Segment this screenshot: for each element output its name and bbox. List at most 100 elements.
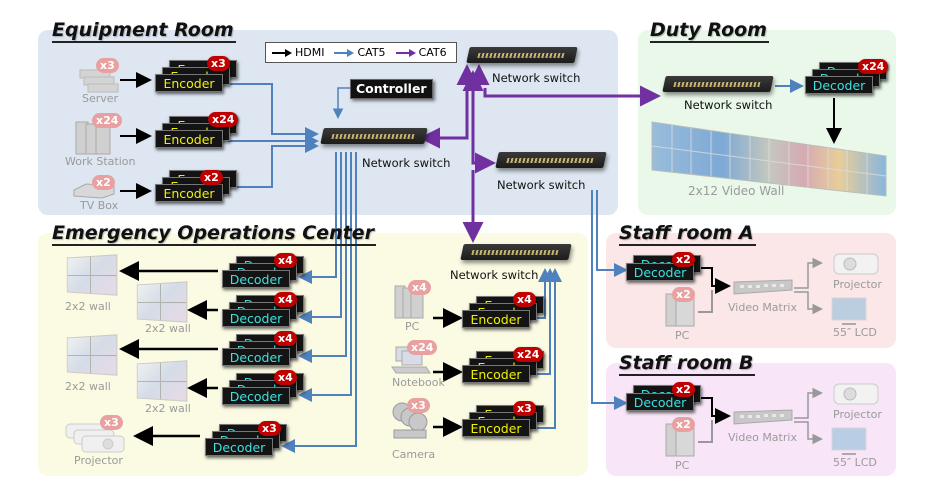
encoder-stack-workstation: Encoder Encoder Encoder xyxy=(155,116,241,150)
cat5-wire xyxy=(228,139,319,188)
server-count-badge: x3 xyxy=(96,58,119,73)
legend-item-hdmi: HDMI xyxy=(272,46,324,59)
video-matrix-label: Video Matrix xyxy=(728,431,797,444)
decoder-stack-eoc: Decoder Decoder Decoder xyxy=(222,295,308,329)
zone-title-equipment-room: Equipment Room xyxy=(52,19,236,43)
video-matrix-icon xyxy=(733,409,793,425)
projector-icon xyxy=(833,253,879,275)
lcd-label: 55″ LCD xyxy=(833,456,877,469)
cat5-arrow-icon xyxy=(334,48,355,57)
decoder-stack-eoc: Decoder Decoder Decoder xyxy=(222,334,308,368)
legend: HDMI CAT5 CAT6 xyxy=(265,42,457,63)
video-matrix-label: Video Matrix xyxy=(728,301,797,314)
network-switch-duty xyxy=(662,76,774,92)
encoder: Encoder xyxy=(155,130,223,148)
pc-count-badge: x4 xyxy=(408,280,431,295)
decoder: Decoder xyxy=(805,76,873,94)
hdmi-arrow-icon xyxy=(272,48,292,57)
tv-box-count-badge: x2 xyxy=(92,175,115,190)
wall-label: 2x2 wall xyxy=(65,380,111,393)
decoder-count-badge: x4 xyxy=(274,292,297,307)
tv-box-label: TV Box xyxy=(80,199,119,212)
encoder: Encoder xyxy=(462,310,530,328)
hdmi-wire xyxy=(690,267,731,294)
encoder-count-badge: x24 xyxy=(208,112,239,127)
network-switch-staff xyxy=(495,152,607,168)
lcd-tv-icon xyxy=(831,297,867,325)
cat5-wire xyxy=(228,83,319,141)
decoder-count-badge: x2 xyxy=(672,382,695,397)
projector-icon xyxy=(833,383,879,405)
encoder: Encoder xyxy=(155,184,223,202)
legend-item-cat6: CAT6 xyxy=(395,46,447,59)
wall-label: 2x2 wall xyxy=(145,402,191,415)
zone-title-staff-room-a: Staff room A xyxy=(619,222,756,246)
hdmi-wire xyxy=(794,421,823,445)
hdmi-wire xyxy=(794,257,823,289)
camera-count-badge: x3 xyxy=(407,398,430,413)
encoder-stack-tv-box: Encoder Encoder Encoder xyxy=(155,170,241,204)
network-switch-main xyxy=(320,128,428,144)
workstation-icon xyxy=(75,121,111,155)
hdmi-wire xyxy=(794,291,823,315)
decoder: Decoder xyxy=(626,263,694,281)
cat6-arrow-icon xyxy=(395,48,416,57)
server-label: Server xyxy=(82,92,119,105)
network-switch-eoc-label: Network switch xyxy=(450,268,539,282)
wall-label: 2x2 wall xyxy=(65,300,111,313)
network-switch-main-label: Network switch xyxy=(362,156,451,170)
cat5-wire xyxy=(530,268,562,429)
pc-count-badge: x2 xyxy=(672,287,695,302)
decoder: Decoder xyxy=(222,309,290,327)
cat5-wire xyxy=(591,190,628,410)
decoder: Decoder xyxy=(222,387,290,405)
notebook-count-badge: x24 xyxy=(407,340,438,355)
encoder-stack-pc: Encoder Encoder Encoder xyxy=(462,296,548,330)
video-wall-2x2-icon xyxy=(136,360,188,402)
encoder-stack-server: Encoder Encoder Encoder xyxy=(155,60,241,94)
lcd-tv-icon xyxy=(831,427,867,455)
hdmi-wire xyxy=(794,387,823,419)
workstation-label: Work Station xyxy=(65,155,136,168)
decoder-count-badge: x24 xyxy=(858,59,889,74)
legend-item-cat5: CAT5 xyxy=(334,46,386,59)
workstation-count-badge: x24 xyxy=(92,113,123,128)
encoder: Encoder xyxy=(462,419,530,437)
cat5-wire xyxy=(281,152,357,453)
video-wall-icon xyxy=(651,121,887,197)
network-switch-eoc xyxy=(460,244,572,260)
video-wall-2x2-icon xyxy=(66,254,118,296)
decoder: Decoder xyxy=(222,270,290,288)
encoder: Encoder xyxy=(155,74,223,92)
network-switch-duty-label: Network switch xyxy=(684,98,773,112)
video-wall-label: 2x12 Video Wall xyxy=(688,184,785,198)
cat5-wire xyxy=(298,152,347,363)
decoder: Decoder xyxy=(222,348,290,366)
decoder: Decoder xyxy=(626,393,694,411)
cat6-wire xyxy=(419,70,469,149)
projector-label: Projector xyxy=(833,408,882,421)
lcd-label: 55″ LCD xyxy=(833,326,877,339)
cat5-wire xyxy=(298,152,352,402)
video-wall-2x2-icon xyxy=(66,334,118,376)
wall-label: 2x2 wall xyxy=(145,322,191,335)
cat5-wire xyxy=(298,152,337,284)
decoder-count-badge: x4 xyxy=(274,331,297,346)
pc-label: PC xyxy=(675,329,690,342)
hdmi-wire xyxy=(698,290,713,313)
encoder-count-badge: x3 xyxy=(207,56,230,71)
encoder-count-badge: x4 xyxy=(513,292,536,307)
network-switch-staff-label: Network switch xyxy=(497,178,586,192)
zone-title-eoc: Emergency Operations Center xyxy=(52,222,376,246)
pc-label: PC xyxy=(675,459,690,472)
decoder-count-badge: x3 xyxy=(258,421,281,436)
server-icon xyxy=(79,69,119,93)
projector-label: Projector xyxy=(74,454,123,467)
pc-count-badge: x2 xyxy=(672,417,695,432)
cat5-wire xyxy=(596,190,628,277)
decoder-count-badge: x4 xyxy=(274,370,297,385)
zone-title-staff-room-b: Staff room B xyxy=(619,352,756,376)
video-wall-2x2-icon xyxy=(136,281,188,323)
encoder-count-badge: x24 xyxy=(513,347,544,362)
